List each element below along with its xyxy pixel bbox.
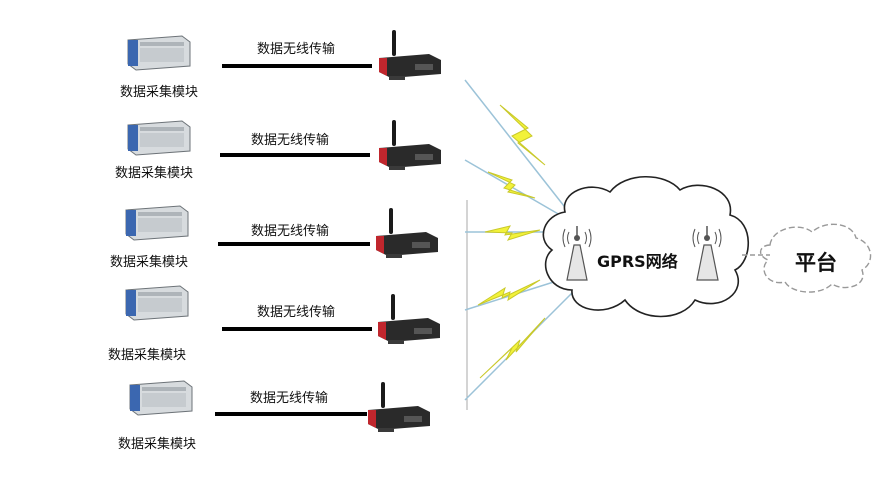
signal-line <box>464 79 576 221</box>
cell-tower-icon <box>692 226 722 281</box>
router-icon <box>379 120 441 170</box>
link-row: 数据采集模块 数据无线传输 <box>0 280 470 363</box>
link-label: 数据无线传输 <box>251 224 330 239</box>
data-acquisition-module-icon <box>127 35 191 71</box>
module-label: 数据采集模块 <box>115 166 194 181</box>
link-label: 数据无线传输 <box>257 42 336 57</box>
data-acquisition-module-icon <box>129 380 193 416</box>
gprs-cloud <box>542 175 750 318</box>
module-label: 数据采集模块 <box>120 85 199 100</box>
link-line <box>220 153 370 157</box>
link-label: 数据无线传输 <box>250 391 329 406</box>
router-icon <box>379 30 441 80</box>
link-row: 数据采集模块 数据无线传输 <box>0 28 470 108</box>
link-line <box>222 64 372 68</box>
link-line <box>218 242 370 246</box>
link-label: 数据无线传输 <box>251 133 330 148</box>
platform-cloud <box>760 223 872 293</box>
platform-label: 平台 <box>795 251 837 275</box>
link-row: 数据采集模块 数据无线传输 <box>0 198 470 278</box>
lightning-bolt-icon <box>487 171 536 199</box>
module-label: 数据采集模块 <box>108 348 187 363</box>
lightning-bolt-icon <box>484 225 541 241</box>
module-label: 数据采集模块 <box>118 437 197 452</box>
router-icon <box>376 208 438 258</box>
lightning-bolt-icon <box>479 317 546 379</box>
data-acquisition-module-icon <box>125 285 189 321</box>
link-label: 数据无线传输 <box>257 305 336 320</box>
link-row: 数据采集模块 数据无线传输 <box>0 113 470 193</box>
data-acquisition-module-icon <box>127 120 191 156</box>
router-icon <box>368 382 430 432</box>
link-line <box>222 327 372 331</box>
link-row: 数据采集模块 数据无线传输 <box>0 375 470 455</box>
lightning-bolt-icon <box>499 104 546 166</box>
link-line <box>215 412 367 416</box>
router-icon <box>378 294 440 344</box>
cell-tower-icon <box>562 226 592 281</box>
module-label: 数据采集模块 <box>110 255 189 270</box>
data-acquisition-module-icon <box>125 205 189 241</box>
gprs-network-label: GPRS网络 <box>597 252 678 271</box>
lightning-bolt-icon <box>477 279 541 306</box>
